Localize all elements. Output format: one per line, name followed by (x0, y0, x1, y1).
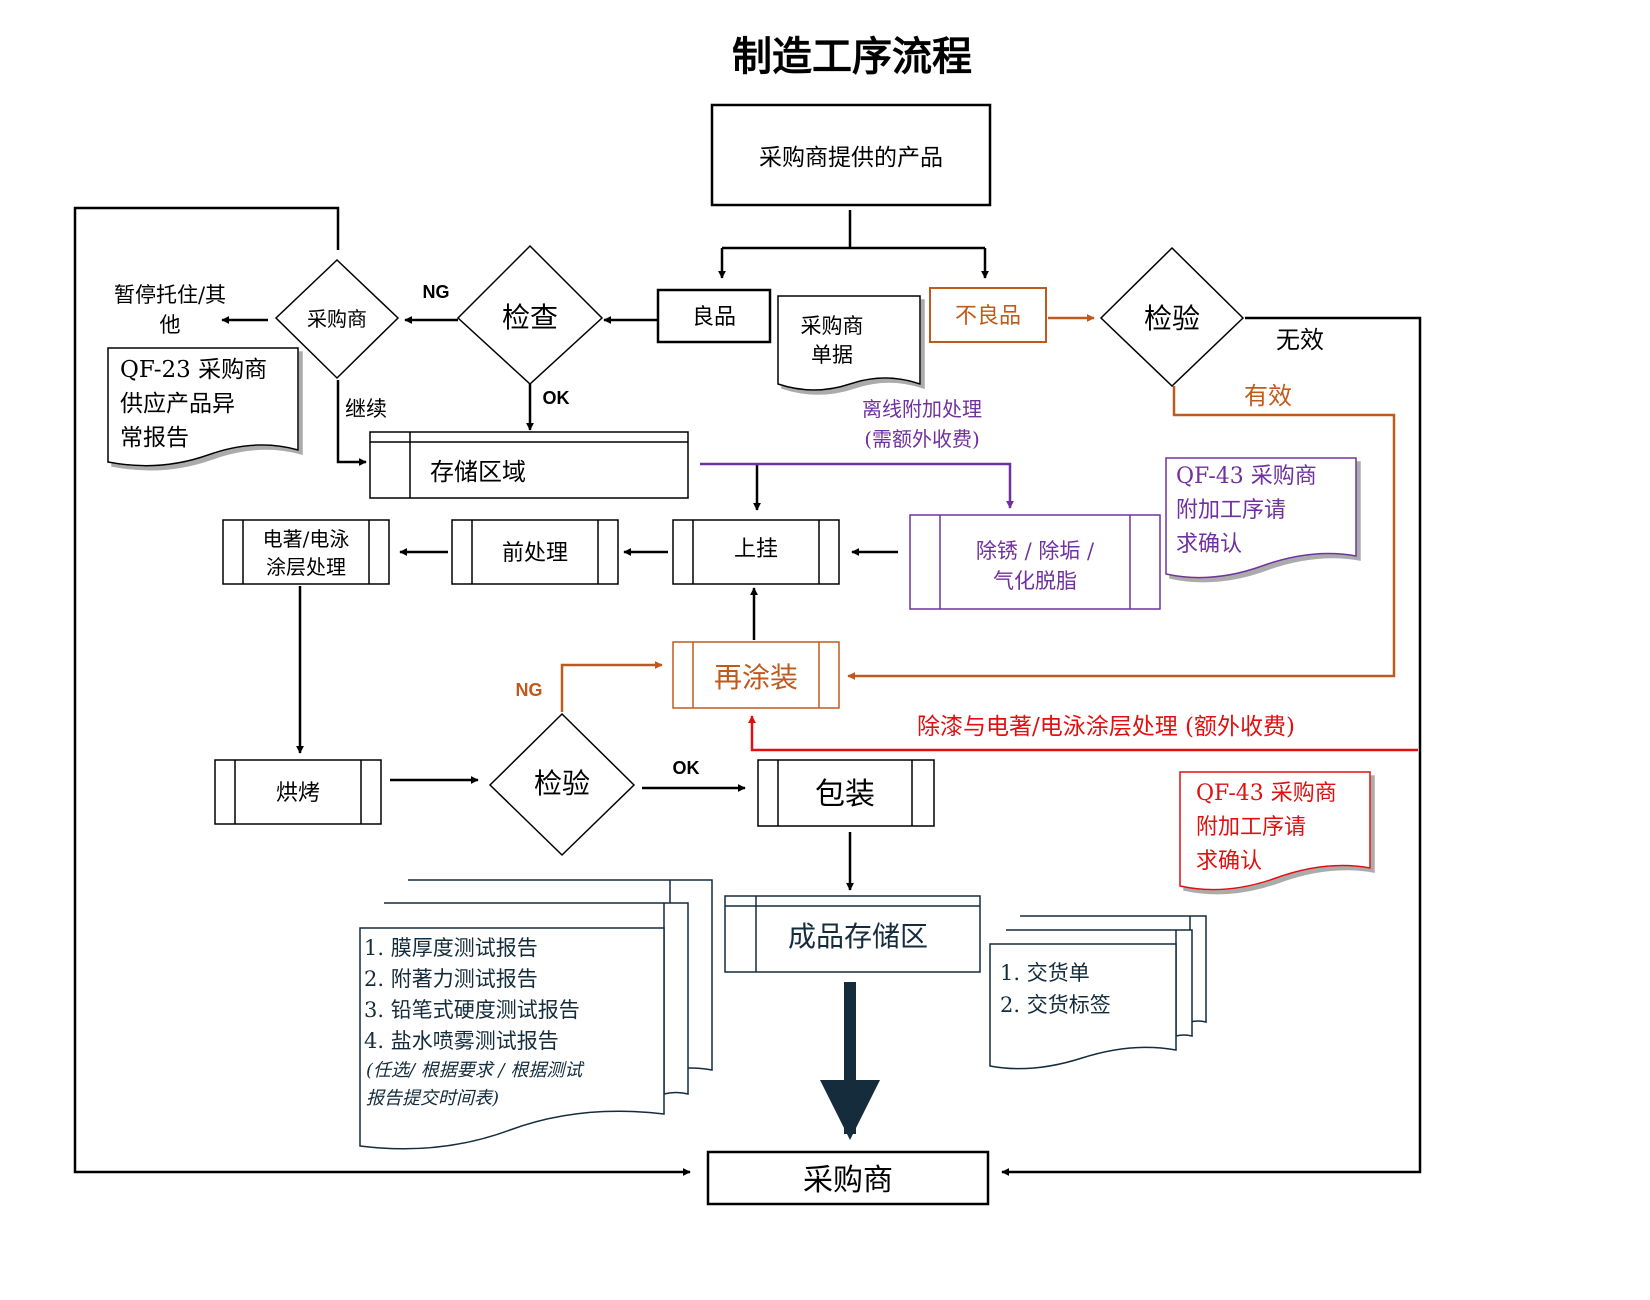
buyer-doc-label-1: 采购商 (801, 314, 864, 338)
box-pretreat: 前处理 (451, 519, 619, 585)
box-hang: 上挂 (672, 519, 840, 585)
ed-coating-label-2: 涂层处理 (266, 555, 346, 579)
label-offline-1: 离线附加处理 (862, 397, 982, 421)
check-label: 检查 (502, 301, 558, 334)
inspect-top-label: 检验 (1144, 302, 1200, 335)
delivery-line-2: 2. 交货标签 (1000, 993, 1111, 1017)
inspect-bottom-label: 检验 (534, 767, 590, 800)
qf43-purple-line-3: 求确认 (1176, 532, 1242, 557)
label-suspend-2: 他 (160, 313, 181, 337)
diamond-inspect-top: 检验 (1099, 246, 1245, 388)
qf23-line-1: QF-23 采购商 (120, 357, 267, 383)
label-continue: 继续 (345, 397, 387, 421)
bake-label: 烘烤 (276, 781, 320, 806)
page-title: 制造工序流程 (732, 33, 972, 80)
storage-label: 存储区域 (430, 458, 526, 486)
box-ed-coating: 电著/电泳 涂层处理 (222, 519, 390, 585)
report-line-2: 2. 附著力测试报告 (364, 967, 538, 991)
box-recoat: 再涂装 (672, 641, 840, 709)
report-line-1: 1. 膜厚度测试报告 (364, 936, 538, 960)
derust-label-1: 除锈 / 除垢 / (976, 539, 1095, 563)
label-ng-top: NG (423, 282, 450, 302)
box-derust: 除锈 / 除垢 / 气化脱脂 (909, 514, 1161, 610)
orange-connectors (560, 314, 1396, 712)
doc-qf43-red (1179, 771, 1371, 891)
pretreat-label: 前处理 (502, 541, 568, 566)
qf43-purple-line-1: QF-43 采购商 (1176, 464, 1317, 489)
box-defective: 不良品 (929, 287, 1047, 343)
doc-test-reports (359, 879, 713, 1150)
label-suspend-1: 暂停托住/其 (114, 283, 226, 307)
report-note-2: 报告提交时间表) (366, 1088, 499, 1109)
qf43-red-line-2: 附加工序请 (1196, 815, 1306, 840)
derust-label-2: 气化脱脂 (993, 569, 1077, 593)
good-label: 良品 (692, 305, 736, 330)
label-paint-removal: 除漆与电著/电泳涂层处理 (额外收费) (917, 714, 1295, 740)
box-bake: 烘烤 (214, 759, 382, 825)
qf23-line-3: 常报告 (120, 425, 189, 451)
buyer-decision-label: 采购商 (307, 307, 367, 331)
diamond-inspect-bottom: 检验 (488, 712, 636, 857)
delivery-line-1: 1. 交货单 (1000, 961, 1090, 985)
buyer-final-label: 采购商 (803, 1163, 893, 1198)
purple-connector (700, 462, 1014, 509)
doc-qf23 (107, 347, 299, 467)
doc-buyer-doc (777, 295, 921, 391)
black-connectors (73, 206, 1422, 1176)
diamond-check: 检查 (456, 244, 604, 386)
label-offline-2: (需额外收费) (864, 427, 980, 451)
box-buyer-final: 采购商 (706, 1150, 990, 1206)
report-line-4: 4. 盐水喷雾测试报告 (364, 1029, 559, 1053)
label-ng-bottom: NG (516, 680, 543, 700)
buyer-product-label: 采购商提供的产品 (759, 145, 943, 171)
label-valid: 有效 (1244, 382, 1292, 410)
qf43-red-line-3: 求确认 (1196, 849, 1262, 874)
box-good: 良品 (656, 288, 772, 344)
report-note-1: (任选/ 根据要求 / 根据测试 (366, 1060, 585, 1081)
qf43-red-line-1: QF-43 采购商 (1196, 781, 1337, 806)
hang-label: 上挂 (734, 537, 778, 562)
finished-storage-label: 成品存储区 (788, 920, 928, 953)
red-connector (748, 715, 1418, 752)
label-ok-top: OK (543, 388, 570, 408)
doc-qf43-purple (1165, 457, 1357, 579)
buyer-doc-label-2: 单据 (811, 343, 853, 367)
qf43-purple-line-2: 附加工序请 (1176, 498, 1286, 523)
box-pack: 包装 (757, 759, 935, 827)
doc-delivery (989, 915, 1207, 1070)
report-line-3: 3. 铅笔式硬度测试报告 (364, 998, 580, 1022)
label-invalid: 无效 (1276, 326, 1324, 354)
defective-label: 不良品 (955, 304, 1021, 329)
diamond-buyer-decision: 采购商 (274, 258, 400, 380)
box-buyer-product: 采购商提供的产品 (710, 103, 992, 207)
ed-coating-label-1: 电著/电泳 (263, 527, 350, 551)
box-finished-storage: 成品存储区 (724, 895, 981, 973)
pack-label: 包装 (815, 777, 875, 812)
box-storage: 存储区域 (369, 431, 689, 499)
qf23-line-2: 供应产品异 (120, 391, 235, 417)
recoat-label: 再涂装 (714, 661, 798, 694)
label-ok-bottom: OK (673, 758, 700, 778)
